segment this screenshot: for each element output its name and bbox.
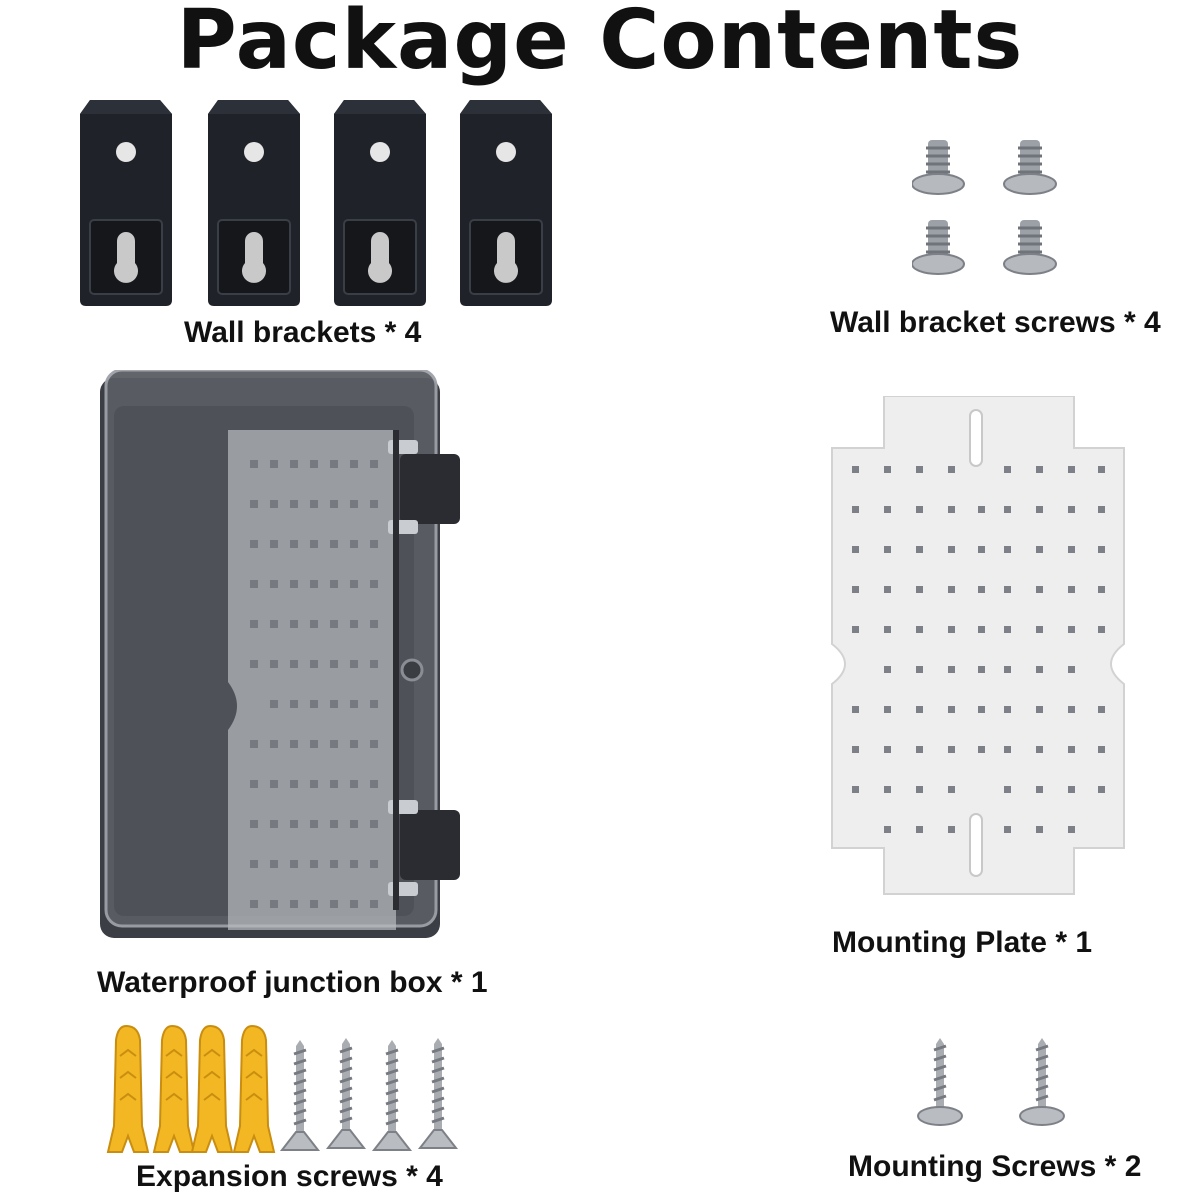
wall-bracket-screws-caption: Wall bracket screws * 4: [830, 306, 1161, 339]
expansion-anchor-icon: [191, 1025, 233, 1153]
mounting-screws-caption: Mounting Screws * 2: [848, 1150, 1142, 1183]
expansion-anchor-icon: [233, 1025, 275, 1153]
expansion-screws-caption: Expansion screws * 4: [136, 1160, 443, 1193]
screw-icon: [912, 218, 966, 276]
wall-bracket-icon: [333, 99, 427, 307]
junction-box-caption: Waterproof junction box * 1: [97, 966, 488, 999]
wall-bracket-icon: [79, 99, 173, 307]
mounting-plate-image: [828, 396, 1128, 896]
wall-bracket-icon: [459, 99, 553, 307]
screw-icon: [418, 1036, 458, 1150]
wood-screw-icon: [1018, 1036, 1066, 1127]
mounting-screws-image: [910, 1036, 1080, 1132]
page-title: Package Contents: [176, 0, 1024, 88]
expansion-screws-image: [102, 1024, 472, 1156]
wall-brackets-image: [78, 98, 558, 308]
wall-brackets-caption: Wall brackets * 4: [184, 316, 422, 349]
mounting-plate-icon: [831, 396, 1125, 895]
screw-icon: [1002, 138, 1058, 196]
junction-box-image: [100, 370, 470, 940]
screw-icon: [280, 1038, 320, 1152]
expansion-anchor-icon: [107, 1025, 149, 1153]
screw-icon: [912, 138, 966, 196]
expansion-anchor-icon: [153, 1025, 195, 1153]
screw-icon: [372, 1038, 412, 1152]
mounting-plate-caption: Mounting Plate * 1: [832, 926, 1093, 959]
screw-icon: [1002, 218, 1058, 276]
wood-screw-icon: [916, 1036, 964, 1127]
screw-icon: [326, 1036, 366, 1150]
wall-bracket-icon: [207, 99, 301, 307]
junction-box-icon: [100, 370, 460, 938]
wall-brackets-group: [79, 99, 553, 307]
wall-bracket-screws-image: [912, 132, 1062, 292]
